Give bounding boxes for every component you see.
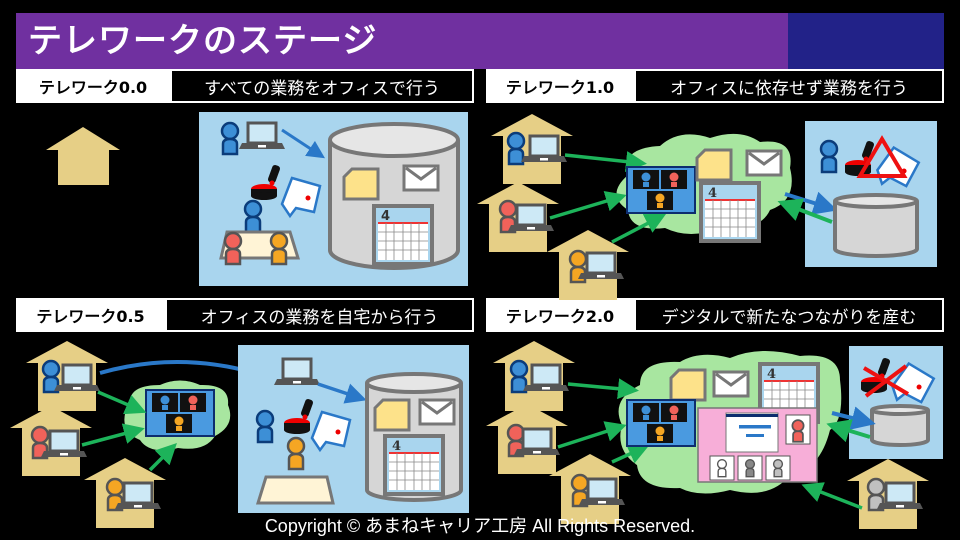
calendar-icon: 4 — [699, 181, 761, 243]
stage-0-0-diagram: 4 — [46, 112, 468, 286]
video-conference-icon — [626, 399, 696, 447]
calendar-icon: 4 — [758, 362, 820, 424]
copyright-footer: Copyright © あまねキャリア工房 All Rights Reserve… — [264, 516, 696, 536]
stage-name: テレワーク0.0 — [16, 69, 170, 103]
stage-name: テレワーク0.5 — [16, 298, 165, 332]
video-conference-icon — [145, 389, 215, 437]
house-icon — [46, 127, 120, 185]
database-icon — [833, 193, 919, 258]
arrow-icon — [281, 128, 326, 159]
stage-description: すべての業務をオフィスで行う — [170, 69, 474, 103]
cross-mark-icon — [862, 364, 910, 398]
svg-text:4: 4 — [708, 186, 717, 201]
calendar-icon: 4 — [372, 204, 434, 266]
stage-1-0-diagram: 4 — [477, 114, 937, 300]
desk-icon — [255, 475, 335, 505]
page-title: テレワークのステージ — [28, 21, 378, 61]
warning-triangle-icon — [856, 135, 908, 178]
svg-text:4: 4 — [392, 439, 401, 454]
stage-header-2-0: テレワーク2.0 デジタルで新たなつながりを産む — [486, 298, 944, 332]
arrow-icon — [99, 358, 270, 382]
stage-header-1-0: テレワーク1.0 オフィスに依存せず業務を行う — [486, 69, 944, 103]
stage-2-0-diagram: 4 — [486, 341, 943, 529]
title-accent-block — [788, 13, 944, 69]
title-bar — [16, 13, 788, 69]
database-icon: 4 — [365, 372, 463, 502]
database-icon — [870, 404, 930, 447]
stage-description: オフィスの業務を自宅から行う — [165, 298, 474, 332]
svg-text:4: 4 — [381, 209, 390, 224]
stage-description: デジタルで新たなつながりを産む — [634, 298, 944, 332]
calendar-icon: 4 — [383, 434, 445, 496]
stage-name: テレワーク2.0 — [486, 298, 634, 332]
database-icon: 4 — [328, 122, 460, 270]
note-icon — [342, 167, 380, 201]
stage-header-0-5: テレワーク0.5 オフィスの業務を自宅から行う — [16, 298, 474, 332]
video-conference-icon — [626, 166, 696, 214]
stage-description: オフィスに依存せず業務を行う — [634, 69, 944, 103]
stage-header-0-0: テレワーク0.0 すべての業務をオフィスで行う — [16, 69, 474, 103]
mail-icon — [402, 164, 440, 192]
svg-text:4: 4 — [767, 367, 776, 382]
stage-name: テレワーク1.0 — [486, 69, 634, 103]
collaboration-board-icon — [697, 407, 818, 483]
stage-0-5-diagram: 4 — [10, 341, 469, 528]
